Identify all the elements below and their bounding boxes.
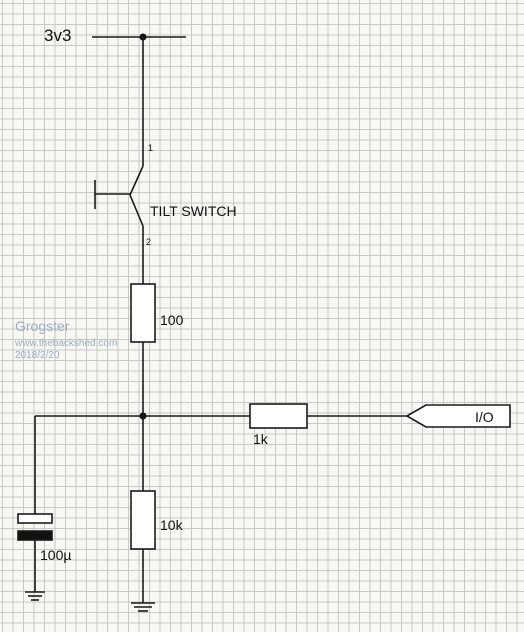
capacitor-label: 100µ — [40, 547, 71, 563]
ground-symbol-center — [131, 602, 155, 612]
resistor-100 — [130, 283, 156, 343]
resistor-100-label: 100 — [160, 312, 184, 328]
capacitor-plate-top — [17, 513, 53, 524]
resistor-10k — [130, 490, 156, 550]
resistor-1k — [249, 403, 308, 429]
resistor-10k-label: 10k — [160, 517, 184, 533]
io-port — [405, 404, 511, 428]
switch-pin-2: 2 — [146, 237, 151, 247]
watermark-date: 2018/2/20 — [15, 350, 60, 361]
ground-symbol-left — [25, 591, 45, 601]
resistor-1k-label: 1k — [253, 431, 269, 447]
supply-label: 3v3 — [44, 26, 71, 45]
io-port-label: I/O — [475, 409, 494, 425]
watermark-site: www.thebackshed.com — [14, 338, 117, 349]
watermark-author: Grogster — [15, 318, 70, 334]
capacitor-plate-bottom — [17, 530, 53, 541]
tilt-switch — [94, 165, 144, 227]
switch-pin-1: 1 — [148, 143, 153, 153]
switch-label: TILT SWITCH — [150, 203, 237, 219]
